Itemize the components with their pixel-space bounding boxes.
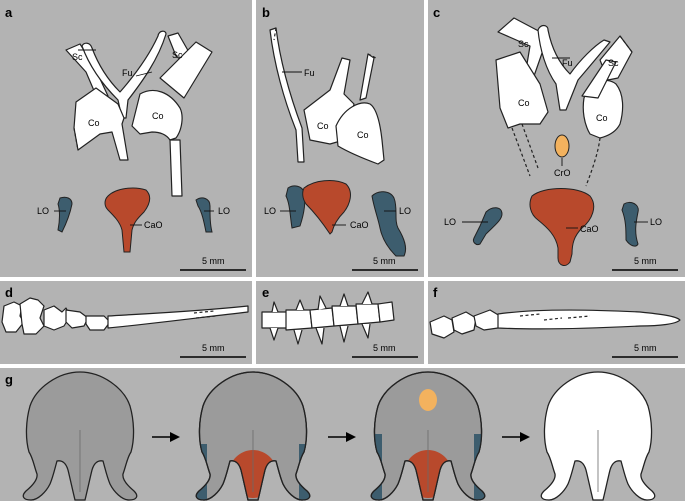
panel-g-arrow-1 (152, 432, 180, 442)
panel-d-vertebra-2 (19, 297, 45, 335)
panel-c-scale-label: 5 mm (634, 256, 657, 266)
panel-c-coracoid-left (495, 51, 549, 129)
panel-g-arrow-3 (502, 432, 530, 442)
panel-e-vertebra-6 (377, 301, 395, 323)
panel-a-scale-label: 5 mm (202, 256, 225, 266)
panel-b-scapula (359, 53, 375, 101)
panel-c-lo-right (621, 201, 639, 247)
panel-c-label-lo-right: LO (650, 217, 662, 227)
panel-f-vertebra-1 (429, 315, 455, 339)
panel-f-pygostyle (497, 309, 681, 330)
panel-a-label-co-right: Co (152, 111, 164, 121)
panel-e-vertebra-3 (309, 307, 335, 329)
panel-e-spines-ventral (269, 323, 371, 345)
panel-c-letter: c (433, 5, 440, 20)
panel-g-stage-3 (370, 371, 486, 501)
panel-f-letter: f (433, 285, 438, 300)
panel-a-lo-left (57, 196, 73, 233)
panel-b-coracoid-right (335, 102, 385, 165)
panel-a-label-lo-left: LO (37, 206, 49, 216)
panel-c-label-sc-right: Sc (608, 58, 619, 68)
panel-e-spines-dorsal (271, 291, 373, 313)
panel-e-vertebra-2 (285, 309, 313, 331)
panel-c-label-lo-left: LO (444, 217, 456, 227)
panel-e-scale-label: 5 mm (373, 343, 396, 353)
panel-b-label-lo-left: LO (264, 206, 276, 216)
panel-e-tail (261, 291, 395, 345)
panel-g-stage-1 (22, 371, 138, 501)
panel-e-vertebra-5 (355, 303, 381, 325)
panel-d-tail (1, 297, 249, 335)
panel-b-drawing (269, 27, 407, 257)
panel-g-stage-3-cro (419, 389, 437, 411)
panel-f-vertebra-2 (451, 311, 477, 335)
panel-b-lo-right (371, 191, 407, 257)
panel-a-label-cao: CaO (144, 220, 163, 230)
panel-g-letter: g (5, 372, 13, 387)
panel-g-arrow-2 (328, 432, 356, 442)
panel-a-label-sc-right: Sc (172, 50, 183, 60)
panel-b-label-co-right: Co (357, 130, 369, 140)
panel-c-label-co-right: Co (596, 113, 608, 123)
panel-e-letter: e (262, 285, 269, 300)
panel-c-label-co-left: Co (518, 98, 530, 108)
panel-b-label-fu: Fu (304, 68, 315, 78)
panel-a-lo-right (195, 197, 213, 233)
panel-a-furcula (81, 30, 167, 119)
panel-c-acromion (581, 59, 617, 99)
panel-b-letter: b (262, 5, 270, 20)
panel-f-tail (429, 309, 681, 339)
panel-c-drawing (462, 17, 648, 266)
panel-b-lo-left (285, 185, 306, 229)
panel-e-vertebra-1 (261, 311, 289, 329)
panel-a-drawing (54, 30, 214, 253)
panel-d-vertebra-4 (65, 309, 89, 329)
panel-g-stage-4 (540, 371, 656, 501)
panel-a-cao (104, 187, 151, 253)
panel-a-label-fu: Fu (122, 68, 133, 78)
panel-a-acromion (159, 41, 213, 99)
panel-c-label-sc-left: Sc (518, 39, 529, 49)
panel-b-label-co-left: Co (317, 121, 329, 131)
panel-e-vertebra-4 (331, 305, 359, 327)
panel-a-coracoid-right-shaft (169, 139, 183, 197)
panel-a-label-lo-right: LO (218, 206, 230, 216)
panel-c-cao (529, 188, 595, 266)
panel-b-cao (302, 180, 351, 235)
panel-c-furcula (537, 24, 611, 111)
panel-a-letter: a (5, 5, 13, 20)
panel-c-label-cro: CrO (554, 168, 571, 178)
panel-b-furcula (269, 27, 305, 163)
panel-d-letter: d (5, 285, 13, 300)
panel-b-scale-label: 5 mm (373, 256, 396, 266)
panel-b-label-lo-right: LO (399, 206, 411, 216)
panel-a-label-co-left: Co (88, 118, 100, 128)
panel-a-label-sc-left: Sc (72, 52, 83, 62)
panel-f-scale-label: 5 mm (634, 343, 657, 353)
panel-a-coracoid-right (131, 89, 183, 141)
panel-c-cro (554, 134, 570, 158)
panel-g-stage-2 (195, 371, 311, 501)
panel-c-lo-left (473, 207, 503, 245)
panel-d-vertebra-5 (85, 315, 111, 331)
panel-d-scale-label: 5 mm (202, 343, 225, 353)
panel-b-label-cao: CaO (350, 220, 369, 230)
panel-c-label-fu: Fu (562, 58, 573, 68)
panel-c-label-cao: CaO (580, 224, 599, 234)
